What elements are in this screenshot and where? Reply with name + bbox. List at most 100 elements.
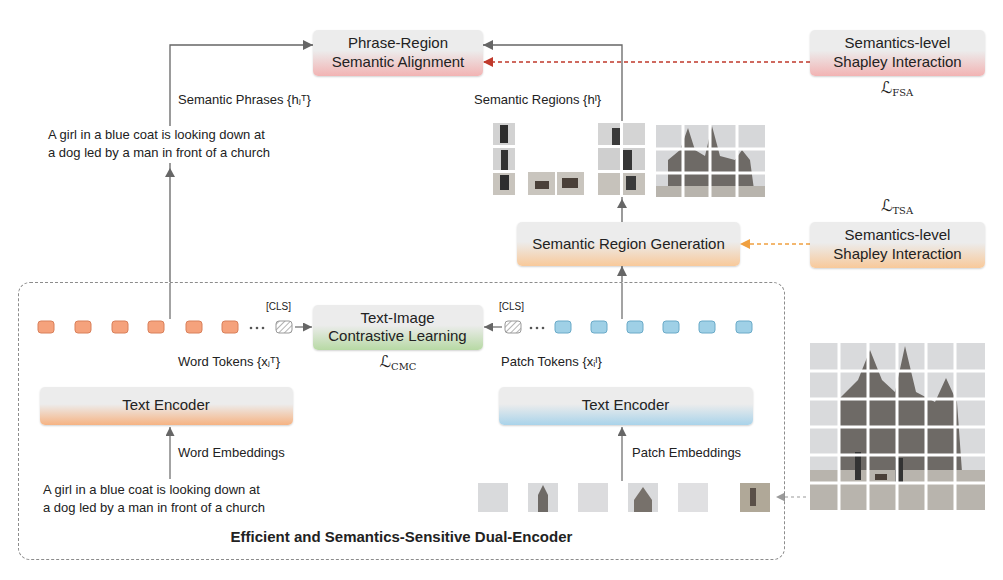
- box-label: Text Encoder: [122, 396, 210, 415]
- loss-label: ℒTSA: [847, 196, 947, 218]
- image-patch: [623, 173, 645, 195]
- patch-token: [736, 321, 752, 333]
- process-box: Semantics-level Shapley Interaction: [810, 222, 985, 268]
- image-patch: [493, 123, 515, 145]
- image-patch: [656, 125, 765, 197]
- word-token: [148, 321, 164, 333]
- text-label: Patch Tokens {xᵢᴵ}: [501, 354, 602, 371]
- input-photo: [810, 343, 985, 510]
- box-label: Semantics-level Shapley Interaction: [823, 226, 973, 264]
- image-patch: [678, 483, 708, 512]
- image-patch-detail: [623, 150, 632, 170]
- text-label: A girl in a blue coat is looking down at…: [43, 481, 268, 518]
- process-box: Text-Image Contrastive Learning: [313, 305, 483, 351]
- image-patch-detail: [612, 128, 620, 145]
- patch-tokens: [484, 283, 752, 333]
- text-label: Patch Embeddings: [632, 445, 741, 462]
- ellipsis-dot: [256, 327, 259, 330]
- word-token: [38, 321, 54, 333]
- image-patch-detail: [538, 485, 548, 512]
- text-label: A girl in a blue coat is looking down at…: [48, 126, 273, 163]
- ellipsis-dot: [542, 327, 545, 330]
- image-patch: [493, 173, 515, 195]
- image-patch-detail: [500, 125, 508, 143]
- patch-grid: [656, 125, 765, 197]
- patch-embeddings: [478, 483, 770, 512]
- process-box: Semantic Region Generation: [517, 222, 740, 266]
- box-label: Text-Image Contrastive Learning: [323, 309, 473, 347]
- word-tokens: [38, 283, 312, 333]
- word-token: [112, 321, 128, 333]
- process-box: Text Encoder: [40, 387, 293, 425]
- arrow-head: [165, 168, 175, 177]
- cls-token: [505, 321, 521, 333]
- arrow-head: [617, 199, 627, 208]
- box-label: Efficient and Semantics-Sensitive Dual-E…: [231, 528, 573, 547]
- image-patch-detail: [562, 178, 578, 188]
- region-patches: [493, 121, 765, 197]
- image-patch: [623, 123, 645, 145]
- image-patch-detail: [500, 175, 509, 190]
- patch-token: [555, 321, 571, 333]
- text-label: Word Tokens {xⱼᵀ}: [178, 354, 280, 371]
- image-patch-detail: [501, 150, 508, 170]
- image-patch: [598, 173, 620, 195]
- image-patch: [628, 483, 658, 512]
- word-token: [75, 321, 91, 333]
- box-label: Text Encoder: [582, 396, 670, 415]
- text-label: Semantic Phrases {hⱼᵀ}: [178, 92, 311, 109]
- image-patch: [478, 483, 508, 512]
- image-patch: [598, 148, 620, 170]
- token-arrow: [484, 326, 502, 327]
- dog-figure: [875, 474, 887, 480]
- cls-token: [276, 321, 292, 333]
- patch-backing: [596, 121, 647, 197]
- patch-token: [699, 321, 715, 333]
- image-patch: [528, 172, 555, 195]
- ellipsis-dot: [536, 327, 539, 330]
- image-patch: [598, 123, 620, 145]
- process-box: Text Encoder: [499, 387, 753, 425]
- image-patch-detail: [626, 176, 636, 190]
- text-label: Word Embeddings: [178, 445, 285, 462]
- token-lead: [621, 283, 622, 319]
- ellipsis-dot: [250, 327, 253, 330]
- image-patch-detail: [750, 488, 756, 506]
- image-patch: [578, 483, 608, 512]
- image-patch: [740, 483, 770, 512]
- image-patch: [557, 172, 584, 195]
- embedding-arrow: [169, 427, 170, 479]
- process-box: Phrase-Region Semantic Alignment: [313, 30, 483, 76]
- process-box: Semantics-level Shapley Interaction: [810, 30, 985, 76]
- ellipsis-dot: [530, 327, 533, 330]
- photo-sky: [810, 343, 985, 510]
- text-label: Semantic Regions {hᴵ}: [474, 92, 601, 109]
- patch-token: [627, 321, 643, 333]
- box-label: Semantic Region Generation: [532, 235, 725, 254]
- patch-token: [663, 321, 679, 333]
- patchify-arrow: [776, 496, 806, 497]
- ellipsis-dot: [262, 327, 265, 330]
- connector-arrow: [621, 266, 622, 282]
- box-label: Semantics-level Shapley Interaction: [823, 34, 973, 72]
- token-lead: [169, 283, 170, 319]
- connector-arrow: [170, 45, 313, 282]
- image-patch: [528, 483, 558, 512]
- word-token: [186, 321, 202, 333]
- image-patch: [623, 148, 645, 170]
- loss-label: ℒCMC: [348, 352, 448, 374]
- token-arrow: [295, 326, 312, 327]
- box-label: Phrase-Region Semantic Alignment: [323, 34, 473, 72]
- patch-token: [591, 321, 607, 333]
- image-patch: [493, 148, 515, 170]
- embedding-arrow: [621, 427, 622, 481]
- text-label: [CLS]: [266, 300, 291, 313]
- loss-label: ℒFSA: [847, 78, 947, 100]
- group-frame: Efficient and Semantics-Sensitive Dual-E…: [18, 282, 785, 560]
- connector-arrow: [483, 61, 810, 62]
- word-token: [222, 321, 238, 333]
- text-label: [CLS]: [499, 300, 524, 313]
- connector-arrow: [740, 243, 810, 244]
